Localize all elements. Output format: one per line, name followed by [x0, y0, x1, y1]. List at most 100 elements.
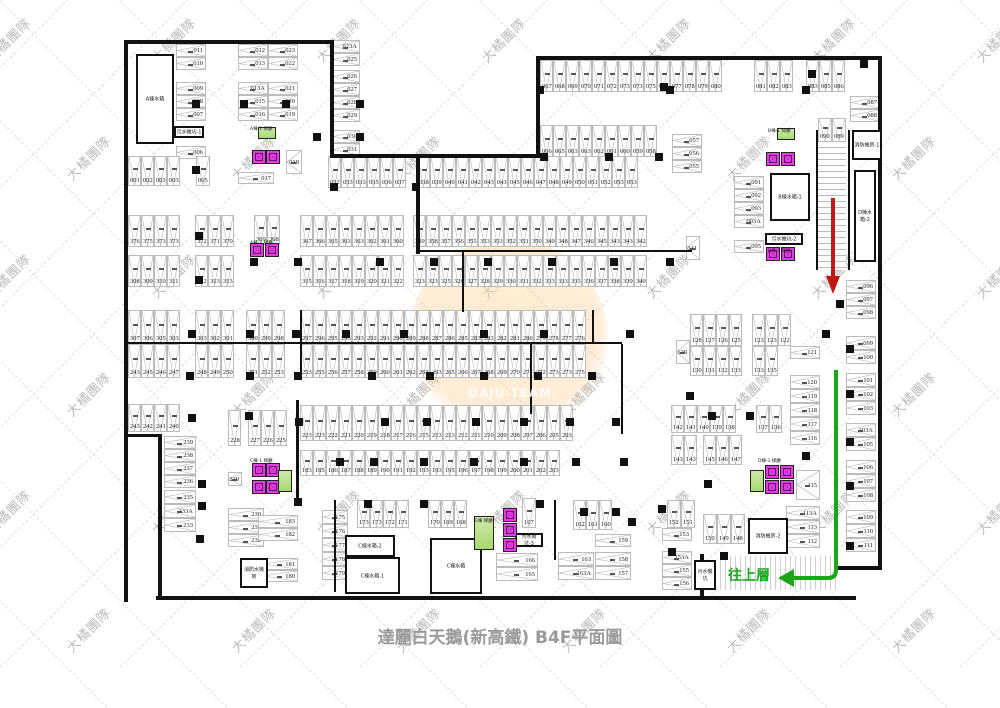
stall-number: 308 — [130, 277, 140, 285]
stall-number: 165 — [525, 570, 535, 578]
parking-stall: 275 — [573, 344, 586, 378]
structural-column — [282, 100, 290, 108]
wall-segment — [621, 344, 623, 434]
stall-mark — [574, 268, 579, 270]
room-label: 消防機房-1 — [854, 142, 880, 149]
stall-mark — [496, 268, 501, 270]
stall-number: 242 — [143, 422, 153, 430]
parking-stall: 239 — [164, 436, 196, 449]
stall-number: 363 — [354, 237, 364, 245]
stall-number: 303 — [197, 334, 207, 342]
parking-stall: 163A — [558, 566, 594, 580]
elevator-icon — [266, 480, 280, 494]
elevator-icon — [252, 463, 266, 477]
stall-mark — [344, 324, 349, 326]
parking-stall: 157 — [595, 566, 631, 580]
elevator-icon — [252, 480, 266, 494]
structural-column — [364, 500, 372, 508]
stall-number: 108 — [863, 491, 873, 499]
wall-segment — [530, 344, 532, 414]
stall-number: 333 — [545, 277, 555, 285]
parking-stall: 163 — [558, 552, 594, 566]
stall-mark — [200, 358, 205, 360]
page-title: 達麗白天鵝(新高鐵) B4F平面圖 — [377, 628, 623, 648]
stall-mark — [370, 228, 375, 230]
stall-mark — [800, 513, 805, 515]
parking-stall: 268 — [482, 344, 495, 378]
parking-stall: 003A — [167, 156, 180, 186]
stall-mark — [357, 228, 362, 230]
parking-stall: 131 — [703, 346, 716, 376]
stall-number: 252 — [261, 368, 271, 376]
stall-mark — [680, 352, 685, 354]
stall-number: 337 — [597, 277, 607, 285]
stall-number: 345 — [597, 237, 607, 245]
stall-number: 225 — [276, 436, 286, 444]
stall-number: 317 — [328, 277, 338, 285]
parking-stall: 133 — [729, 346, 742, 376]
wall-segment — [330, 40, 334, 156]
stall-number: 061 — [607, 147, 617, 155]
parking-stall: 013 — [238, 57, 268, 70]
stall-mark — [708, 358, 713, 360]
parking-stall: 360 — [391, 215, 404, 247]
stall-mark — [513, 324, 518, 326]
stall-number: 260 — [380, 368, 390, 376]
parking-stall: 202 — [534, 450, 547, 476]
stall-mark — [722, 526, 727, 528]
stall-number: 322 — [393, 277, 403, 285]
stall-number: 107 — [863, 477, 873, 485]
stall-mark — [684, 140, 689, 143]
parking-stall: 367 — [300, 215, 313, 247]
stall-number: 082 — [769, 82, 779, 90]
stall-mark — [277, 564, 282, 566]
elevator-icon — [252, 150, 266, 164]
stall-mark — [372, 169, 377, 171]
room-label: 消防機房-2 — [755, 533, 781, 540]
structural-column — [336, 458, 344, 466]
stall-mark — [435, 420, 440, 422]
stall-number: 266 — [458, 368, 468, 376]
parking-stall: 063 — [579, 125, 592, 157]
stall-mark — [514, 560, 519, 562]
stall-number: 327 — [467, 277, 477, 285]
parking-stall: 343A — [608, 215, 621, 247]
structural-column — [195, 232, 203, 240]
utility-room-fire-pump-2: 消防機房-2 — [748, 518, 788, 554]
parking-stall: 039 — [430, 156, 443, 188]
stall-mark — [708, 447, 713, 449]
logo-text: DAJU TEAM — [467, 386, 553, 400]
stall-mark — [626, 228, 631, 230]
parking-stall: 289 — [404, 310, 417, 344]
stall-number: 213 — [445, 431, 455, 439]
stall-mark — [133, 415, 138, 417]
parking-stall: 366 — [313, 215, 326, 247]
stall-mark — [701, 73, 706, 75]
stall-mark — [159, 358, 164, 360]
stall-number: 228 — [230, 436, 240, 444]
stall-number: 257 — [341, 368, 351, 376]
parking-stall: 283A — [469, 310, 482, 344]
stall-number: 306 — [143, 334, 153, 342]
stall-mark — [146, 228, 151, 230]
stall-mark — [714, 73, 719, 75]
parking-stall: 191 — [391, 450, 404, 476]
stall-number: 279 — [536, 334, 546, 342]
stall-number: 038 — [419, 178, 429, 186]
stall-mark — [357, 358, 362, 360]
parking-stall: 323 — [413, 255, 426, 287]
stall-mark — [545, 138, 550, 140]
stall-mark — [862, 115, 867, 118]
stall-number: 215 — [419, 431, 429, 439]
stall-number: 041 — [458, 178, 468, 186]
structural-column — [605, 153, 613, 161]
stall-number: 185 — [315, 466, 325, 474]
stall-mark — [370, 420, 375, 422]
stall-number: 276 — [575, 334, 585, 342]
parking-stall: 361 — [378, 215, 391, 247]
parking-stall: 376 — [128, 215, 141, 247]
parking-stall: 148 — [731, 514, 745, 544]
stall-mark — [343, 76, 348, 79]
room-label: C棟水箱 — [446, 563, 466, 570]
stall-mark — [774, 416, 779, 418]
